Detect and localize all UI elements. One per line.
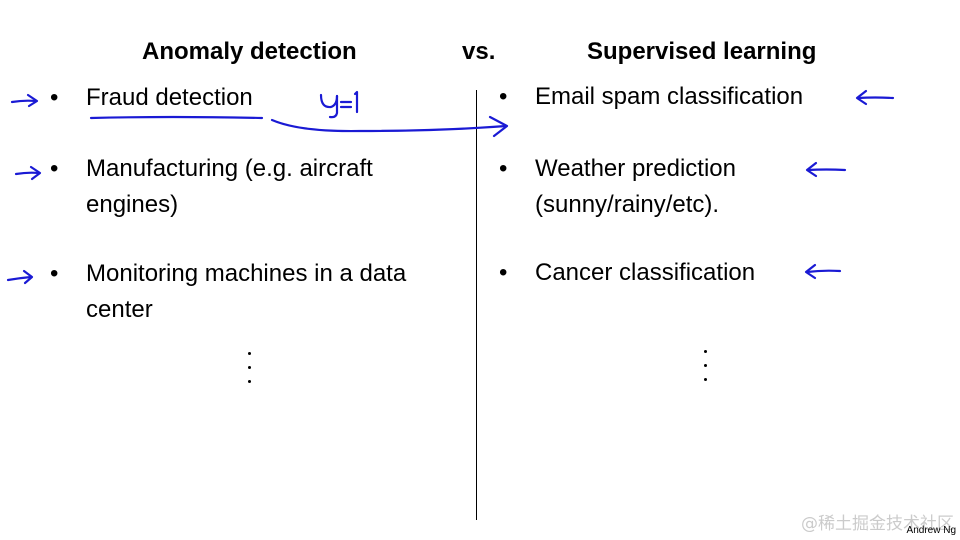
bullet-dot: • bbox=[50, 260, 59, 287]
watermark: @稀土掘金技术社区 bbox=[801, 514, 954, 534]
list-item-text: Email spam classification bbox=[535, 83, 804, 110]
list-item-text: Monitoring machines in a data center bbox=[86, 260, 407, 323]
ink-underline bbox=[89, 115, 264, 120]
list-item: • Weather prediction (sunny/rainy/etc). bbox=[499, 151, 829, 223]
column-divider bbox=[476, 90, 477, 520]
list-item: • Manufacturing (e.g. aircraft engines) bbox=[50, 151, 460, 223]
list-item: • Monitoring machines in a data center bbox=[50, 256, 460, 328]
ink-arrow-right-icon bbox=[6, 269, 34, 285]
bullet-dot: • bbox=[499, 155, 508, 182]
bullet-dot: • bbox=[499, 259, 508, 286]
list-item-text: Fraud detection bbox=[86, 84, 253, 111]
list-item: • Email spam classification bbox=[499, 79, 829, 115]
bullet-dot: • bbox=[50, 155, 59, 182]
list-item: • Fraud detection bbox=[50, 80, 460, 116]
list-item: • Cancer classification bbox=[499, 255, 829, 291]
vertical-ellipsis-left bbox=[247, 352, 253, 392]
bullet-dot: • bbox=[499, 83, 508, 110]
heading-anomaly-detection: Anomaly detection bbox=[142, 38, 357, 65]
ink-arrow-right-icon bbox=[14, 165, 42, 181]
heading-supervised-learning: Supervised learning bbox=[587, 38, 817, 65]
ink-arrow-right-icon bbox=[10, 93, 39, 108]
ink-connector-arrow-icon bbox=[270, 115, 509, 138]
list-item-text: Weather prediction (sunny/rainy/etc). bbox=[535, 155, 736, 218]
vertical-ellipsis-right bbox=[703, 350, 709, 390]
bullet-dot: • bbox=[50, 84, 59, 111]
list-item-text: Cancer classification bbox=[535, 259, 756, 286]
heading-vs: vs. bbox=[462, 38, 496, 65]
ink-arrow-left-icon bbox=[855, 89, 895, 106]
list-item-text: Manufacturing (e.g. aircraft engines) bbox=[86, 155, 373, 218]
author-credit: Andrew Ng bbox=[906, 525, 956, 536]
